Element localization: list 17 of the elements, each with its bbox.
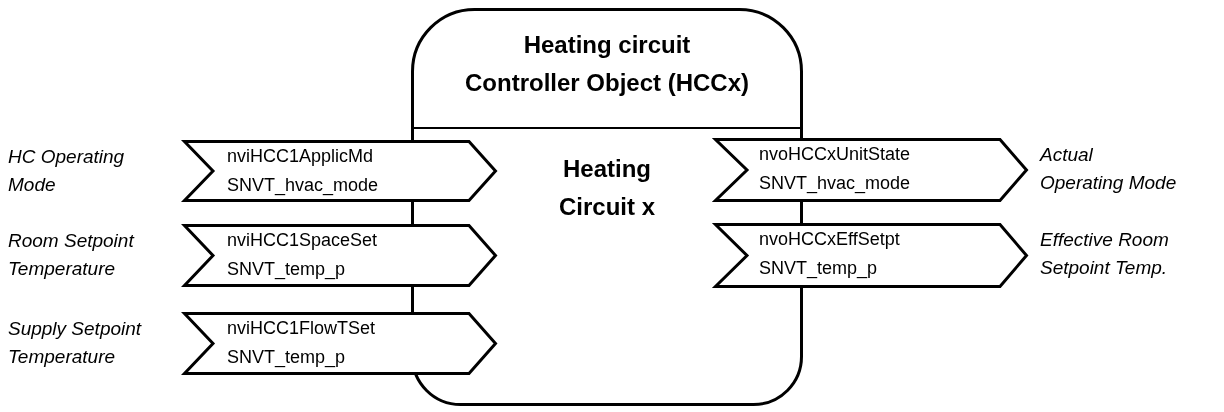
variable-type: SNVT_hvac_mode — [227, 174, 379, 197]
variable-name: nvoHCCxUnitState — [759, 143, 911, 166]
variable-name: nvoHCCxEffSetpt — [759, 228, 900, 251]
variable-name: nviHCC1FlowTSet — [227, 317, 376, 340]
variable-type: SNVT_hvac_mode — [759, 172, 911, 195]
signal-description: HC Operating Mode — [8, 145, 126, 197]
variable-type: SNVT_temp_p — [227, 346, 346, 369]
signal-description: Actual Operating Mode — [1040, 143, 1178, 195]
signal-description: Supply Setpoint Temperature — [8, 317, 143, 369]
variable-type: SNVT_temp_p — [759, 257, 878, 280]
signal-description: Room Setpoint Temperature — [8, 229, 136, 281]
variable-type: SNVT_temp_p — [227, 258, 346, 281]
variable-name: nviHCC1ApplicMd — [227, 145, 374, 168]
signal-description: Effective Room Setpoint Temp. — [1040, 228, 1170, 280]
variable-name: nviHCC1SpaceSet — [227, 229, 378, 252]
object-title: Heating circuit Controller Object (HCCx) — [464, 30, 750, 98]
object-name: Heating Circuit x — [558, 154, 656, 222]
